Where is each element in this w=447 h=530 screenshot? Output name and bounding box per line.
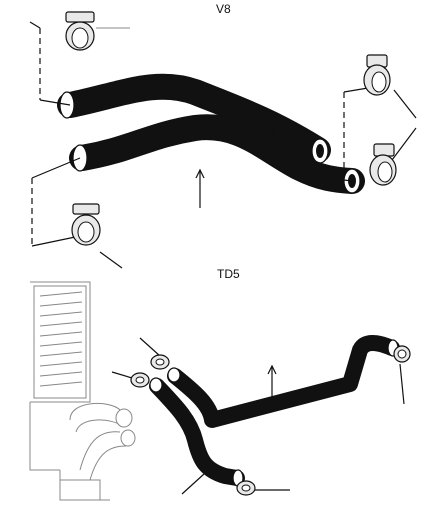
v8-clamp-left-lower (71, 203, 101, 246)
v8-lower-hose (69, 114, 365, 194)
td5-clamp-d (236, 480, 256, 496)
td5-assembly (29, 281, 411, 501)
td5-clamp-b (130, 372, 150, 388)
v8-clamp-right-lower (369, 143, 397, 186)
td5-main-hose (167, 335, 400, 428)
section-label-v8: V8 (216, 2, 231, 16)
td5-lower-hose (149, 377, 245, 487)
v8-callouts (29, 21, 417, 269)
section-label-td5: TD5 (217, 267, 240, 281)
v8-clamp-top (65, 11, 95, 51)
v8-clamp-right-upper (363, 54, 391, 96)
heater-matrix (29, 281, 136, 501)
td5-clamp-a (150, 354, 170, 370)
v8-assembly (29, 11, 417, 269)
td5-clamp-c (393, 345, 411, 363)
